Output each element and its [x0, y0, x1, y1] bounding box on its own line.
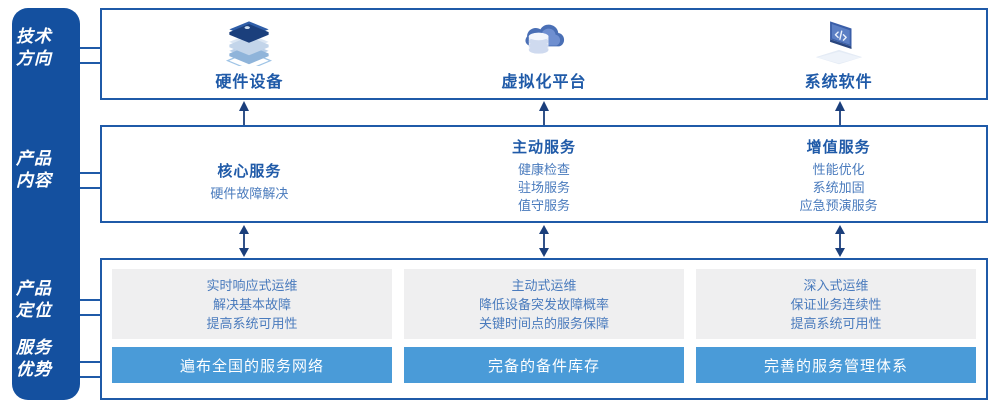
server-stack-icon: [226, 21, 273, 66]
content-column-value-added-service[interactable]: 增值服务 性能优化 系统加固 应急预演服务: [691, 127, 986, 221]
arrow-double-core: [239, 225, 249, 257]
arrow-up-virtualization: [539, 101, 549, 125]
content-column-core-service[interactable]: 核心服务 硬件故障解决: [102, 127, 397, 221]
content-title-core-service: 核心服务: [217, 162, 282, 180]
rail-label-product-content: 产品 内容: [16, 149, 52, 190]
content-title-proactive-service: 主动服务: [512, 138, 577, 156]
positioning-line-2-1: 主动式运维: [511, 277, 577, 293]
positioning-line-1-2: 解决基本故障: [212, 296, 291, 312]
positioning-line-1-3: 提高系统可用性: [206, 315, 298, 331]
positioning-line-2-3: 关键时间点的服务保障: [478, 315, 609, 331]
arrow-up-hardware: [239, 101, 249, 125]
advantage-bar-service-network[interactable]: 遍布全国的服务网络: [112, 347, 392, 383]
content-line-value-1: 性能优化: [812, 161, 865, 177]
connector-position-upper: [80, 299, 102, 301]
positioning-line-1-1: 实时响应式运维: [206, 277, 298, 293]
content-title-value-added-service: 增值服务: [806, 138, 871, 156]
tech-item-virtualization[interactable]: 虚拟化平台: [397, 10, 692, 98]
content-line-core-1: 硬件故障解决: [210, 185, 289, 201]
positioning-line-3-2: 保证业务连续性: [790, 296, 882, 312]
content-line-proactive-1: 健康检查: [518, 161, 571, 177]
content-line-value-3: 应急预演服务: [799, 197, 878, 213]
tech-item-system-software[interactable]: 系统软件: [691, 10, 986, 98]
connector-tech-lower: [80, 62, 102, 64]
tech-label-virtualization: 虚拟化平台: [501, 74, 587, 91]
connector-position-lower: [80, 314, 102, 316]
positioning-box-realtime[interactable]: 实时响应式运维 解决基本故障 提高系统可用性: [112, 269, 392, 339]
connector-advantage-lower: [80, 376, 102, 378]
arrow-up-system-software: [835, 101, 845, 125]
advantage-row: 遍布全国的服务网络 完备的备件库存 完善的服务管理体系: [112, 347, 976, 383]
rail-label-tech-direction: 技术 方向: [16, 27, 52, 68]
arrow-double-value-added: [835, 225, 845, 257]
rail-label-service-advantage: 服务 优势: [16, 338, 52, 379]
tech-label-hardware: 硬件设备: [215, 74, 284, 91]
laptop-code-icon: [815, 21, 862, 65]
positioning-row: 实时响应式运维 解决基本故障 提高系统可用性 主动式运维 降低设备突发故障概率 …: [112, 269, 976, 339]
category-rail: [12, 8, 80, 400]
content-line-proactive-2: 驻场服务: [518, 179, 571, 195]
advantage-bar-spare-parts[interactable]: 完备的备件库存: [404, 347, 684, 383]
connector-advantage-upper: [80, 361, 102, 363]
positioning-line-3-3: 提高系统可用性: [790, 315, 882, 331]
positioning-advantage-panel: 实时响应式运维 解决基本故障 提高系统可用性 主动式运维 降低设备突发故障概率 …: [100, 258, 988, 400]
positioning-box-indepth[interactable]: 深入式运维 保证业务连续性 提高系统可用性: [696, 269, 976, 339]
tech-label-system-software: 系统软件: [804, 74, 873, 91]
connector-content-lower: [80, 187, 102, 189]
positioning-line-2-2: 降低设备突发故障概率: [478, 296, 609, 312]
content-column-proactive-service[interactable]: 主动服务 健康检查 驻场服务 值守服务: [397, 127, 692, 221]
positioning-line-3-1: 深入式运维: [803, 277, 869, 293]
rail-label-product-position: 产品 定位: [16, 279, 52, 320]
tech-item-hardware[interactable]: 硬件设备: [102, 10, 397, 98]
cloud-database-icon: [525, 24, 565, 54]
positioning-box-proactive[interactable]: 主动式运维 降低设备突发故障概率 关键时间点的服务保障: [404, 269, 684, 339]
tech-direction-panel: 硬件设备 虚拟化平台: [100, 8, 988, 100]
connector-tech-upper: [80, 47, 102, 49]
connector-content-upper: [80, 172, 102, 174]
arrow-double-proactive: [539, 225, 549, 257]
content-line-value-2: 系统加固: [812, 179, 865, 195]
product-content-panel: 核心服务 硬件故障解决 主动服务 健康检查 驻场服务 值守服务 增值服务 性能优…: [100, 125, 988, 223]
content-line-proactive-3: 值守服务: [518, 197, 571, 213]
advantage-bar-management-system[interactable]: 完善的服务管理体系: [696, 347, 976, 383]
